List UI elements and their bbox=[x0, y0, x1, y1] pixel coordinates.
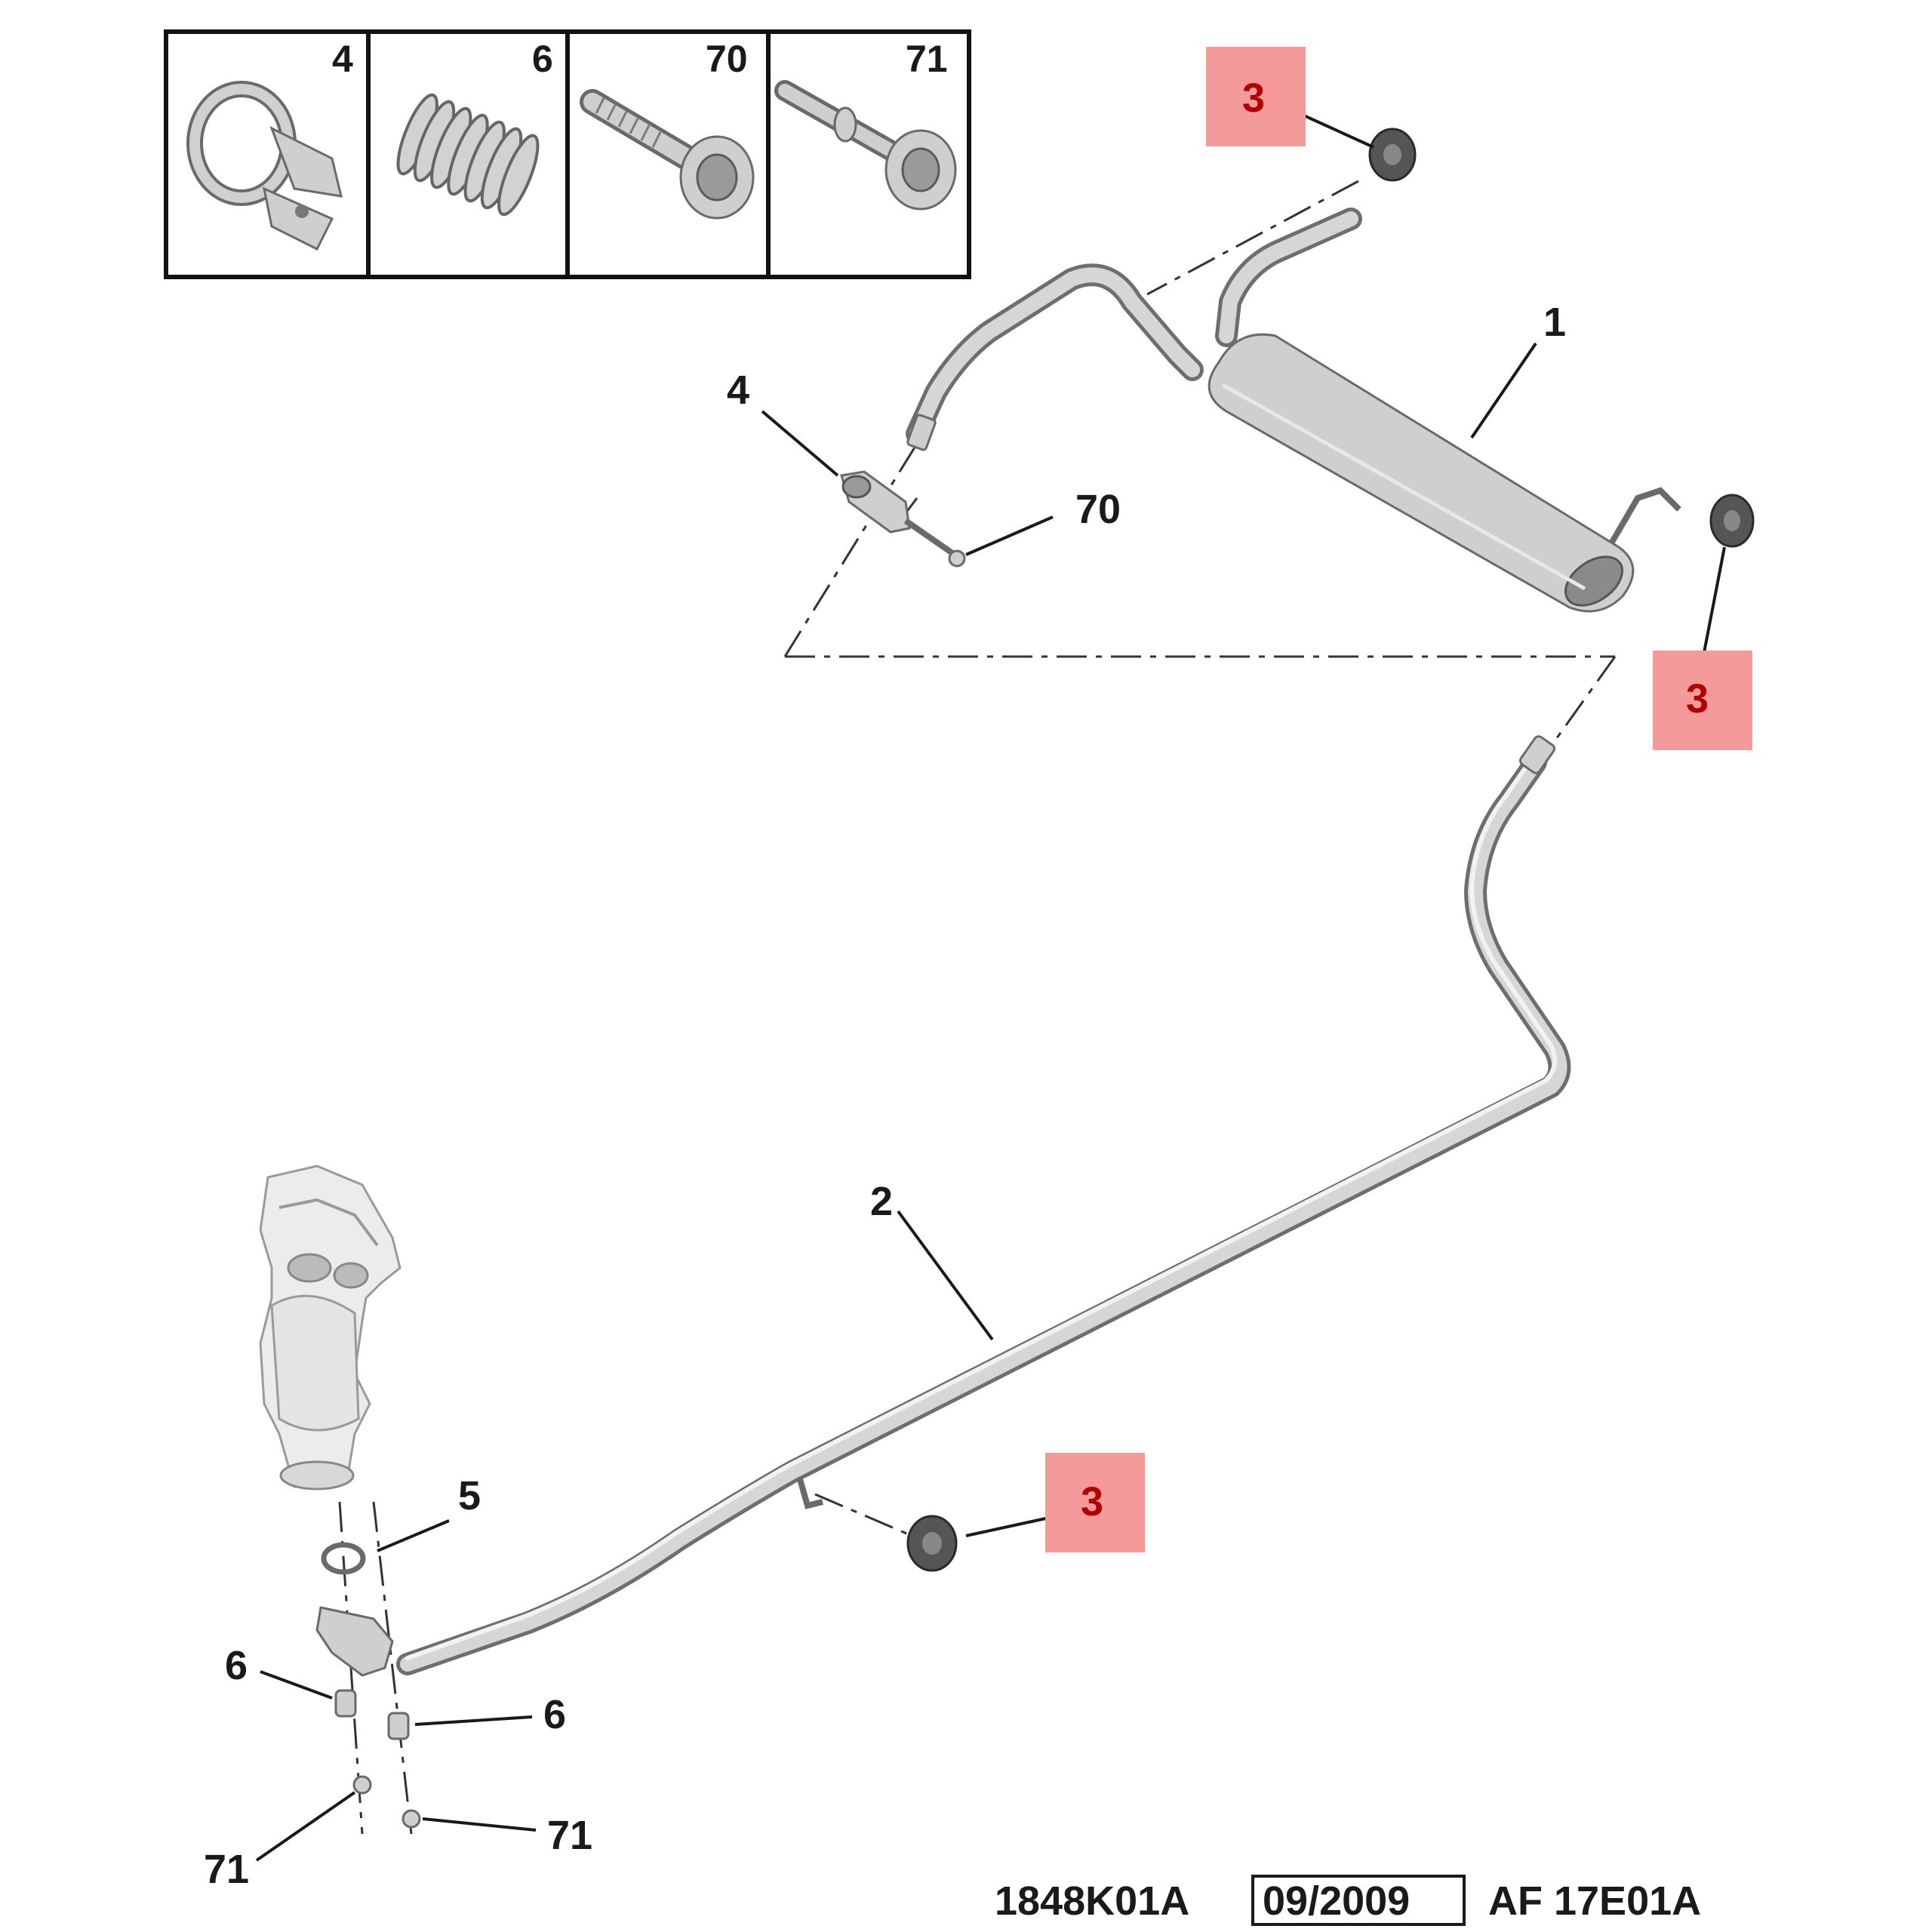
spring-right-part bbox=[387, 1712, 410, 1740]
rear-silencer bbox=[906, 208, 1681, 613]
stud-left-part bbox=[352, 1775, 372, 1795]
callout-bolt: 70 bbox=[1075, 487, 1121, 532]
highlight-box-right bbox=[1653, 651, 1752, 750]
footer: 1848K01A 09/2009 AF 17E01A bbox=[995, 1875, 1701, 1926]
gasket-ring bbox=[321, 1542, 366, 1575]
mount-top-part bbox=[1368, 128, 1417, 182]
callout-stud-left: 71 bbox=[204, 1847, 249, 1892]
callout-muffler: 1 bbox=[1543, 300, 1566, 345]
stud-right-part bbox=[401, 1809, 421, 1829]
callout-spring-right: 6 bbox=[543, 1692, 566, 1737]
legend-label-clamp: 4 bbox=[332, 38, 353, 80]
mount-right-part bbox=[1709, 494, 1755, 548]
rubber-mounts bbox=[906, 128, 1755, 1572]
clamp-icon bbox=[186, 81, 343, 251]
legend-label-stud: 71 bbox=[906, 38, 948, 80]
spring-left-part bbox=[334, 1689, 357, 1718]
callout-clamp: 4 bbox=[727, 368, 749, 413]
bolt-icon bbox=[580, 89, 755, 220]
footer-date: 09/2009 bbox=[1263, 1878, 1410, 1924]
spring-icon bbox=[396, 93, 540, 217]
clamp-part bbox=[840, 470, 966, 568]
catalytic-converter bbox=[259, 1164, 421, 1829]
callout-mount-right: 3 bbox=[1686, 676, 1709, 721]
callout-stud-right: 71 bbox=[547, 1813, 592, 1858]
leader-lines bbox=[255, 108, 1726, 1862]
highlight-box-top bbox=[1206, 47, 1306, 146]
parts-legend: 4 6 70 71 bbox=[164, 29, 971, 279]
callout-spring-left: 6 bbox=[225, 1643, 248, 1688]
footer-reference: 1848K01A bbox=[995, 1878, 1189, 1924]
legend-label-bolt: 70 bbox=[706, 38, 748, 80]
footer-date-box bbox=[1251, 1875, 1466, 1926]
front-pipe bbox=[396, 735, 1571, 1675]
callout-mount-bottom: 3 bbox=[1081, 1479, 1103, 1524]
callout-gasket: 5 bbox=[458, 1473, 481, 1518]
mount-bottom-part bbox=[906, 1515, 958, 1572]
bolt-part bbox=[948, 549, 966, 568]
callout-mount-top: 3 bbox=[1242, 75, 1265, 121]
callout-pipe: 2 bbox=[870, 1179, 893, 1224]
footer-code: AF 17E01A bbox=[1488, 1878, 1701, 1924]
legend-label-spring: 6 bbox=[532, 38, 553, 80]
highlight-box-bottom bbox=[1045, 1453, 1145, 1552]
stud-bolt-icon bbox=[774, 80, 957, 211]
